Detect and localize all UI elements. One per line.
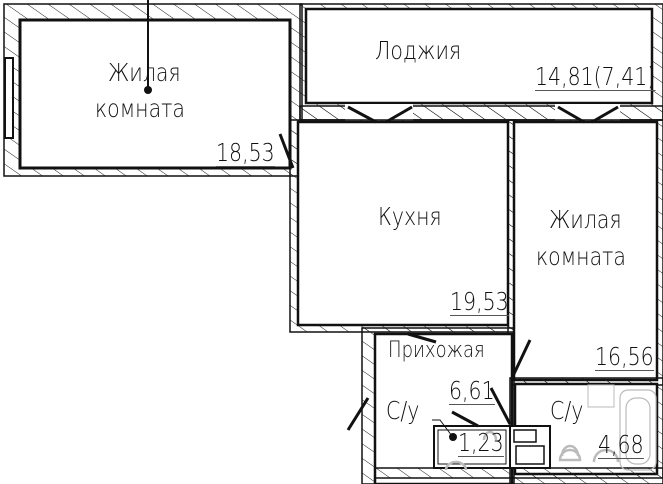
room-area-wc1: 1,23 [458,428,504,457]
room-name-living2-line1: Жилая [549,205,622,234]
room-name-wc2: С/у [550,396,584,425]
doors [278,105,619,431]
room-name-living1-line1: Жилая [108,58,181,87]
room-name-hallway: Прихожая [388,338,485,363]
room-area-living1: 18,53 [216,138,275,167]
room-name-living1-line2: комната [95,94,185,123]
room-area-hallway: 6,61 [449,376,495,405]
room-area-living2: 16,56 [595,342,654,371]
room-name-living2-line2: комната [536,242,626,271]
room-area-wc2: 4,68 [598,430,644,459]
room-area-loggia: 14,81(7,41) [535,62,656,91]
room-name-wc1: С/у [386,396,420,425]
room-area-kitchen: 19,53 [450,287,509,316]
room-name-kitchen: Кухня [378,202,442,231]
leader-dot [144,86,152,94]
room-name-loggia: Лоджия [375,36,462,65]
fixtures [444,384,657,471]
